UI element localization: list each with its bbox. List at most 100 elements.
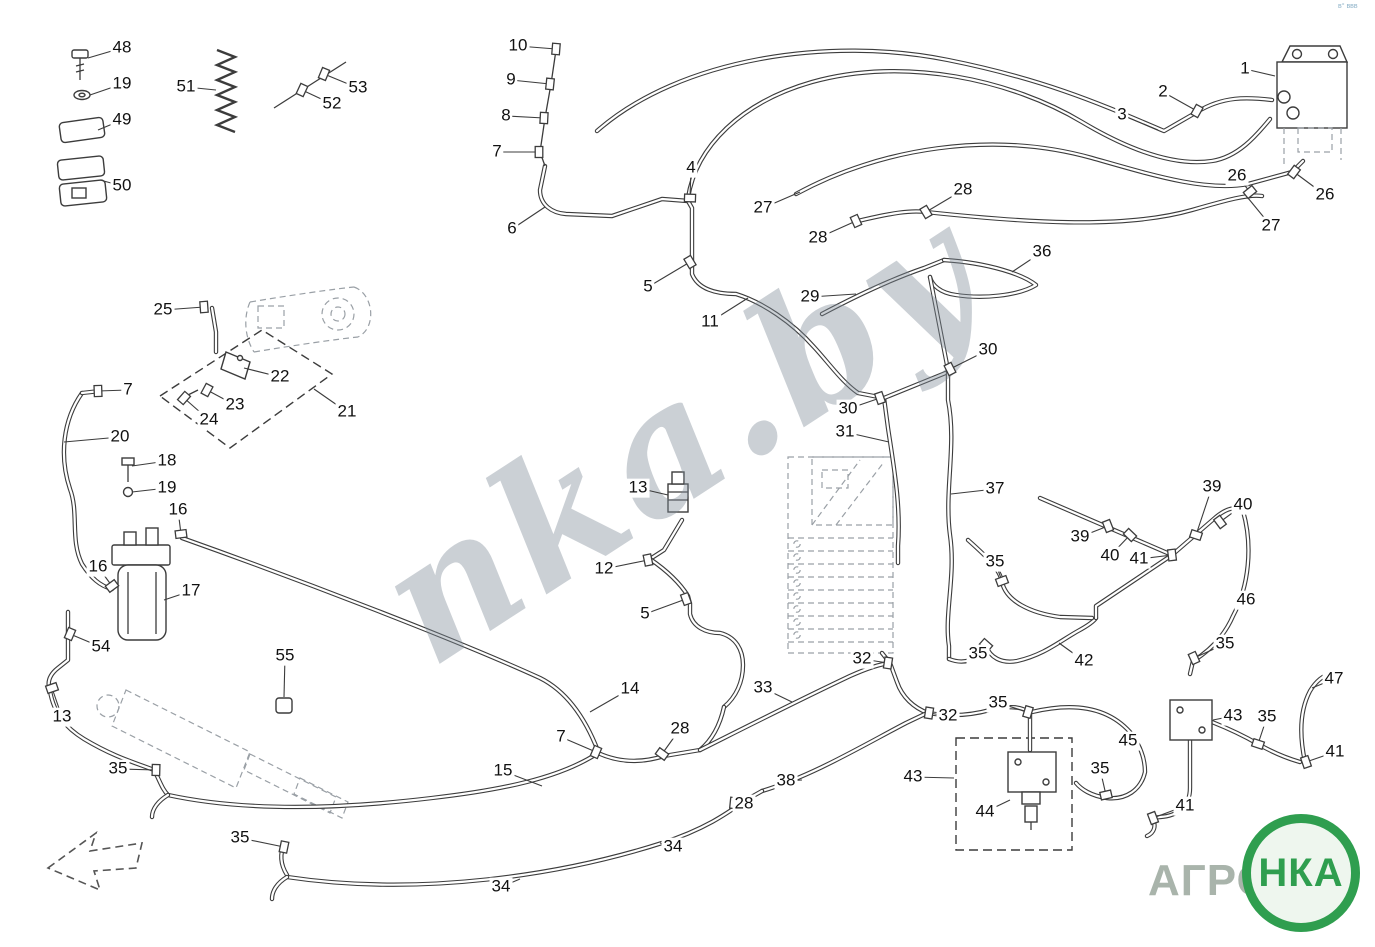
callout-label: 35 (1255, 706, 1279, 727)
callout-label: 3 (1115, 104, 1129, 125)
tube-core (928, 258, 1038, 298)
callout-label: 17 (179, 580, 203, 601)
callout-label: 29 (798, 286, 822, 307)
callout-label: 41 (1173, 795, 1197, 816)
dashed-box-43-44 (955, 737, 1073, 851)
callout-label: 26 (1225, 165, 1249, 186)
callout-label: 7 (554, 726, 568, 747)
tube-core (285, 789, 764, 886)
fitting-marker (873, 390, 887, 406)
fitting-marker (943, 361, 957, 377)
callout-label: 26 (1313, 184, 1337, 205)
spring-51 (213, 48, 239, 134)
callout-label: 2 (1156, 81, 1170, 102)
fitting-marker (654, 746, 670, 762)
logo-text-nka: НКА (1258, 850, 1344, 895)
tube-core (888, 661, 930, 715)
tube-core (270, 875, 289, 901)
callout-label: 20 (108, 426, 132, 447)
callout-label: 18 (155, 450, 179, 471)
fitting-marker (994, 574, 1010, 588)
fitting-marker (176, 390, 192, 406)
callout-label: 34 (489, 876, 513, 897)
callout-label: 40 (1231, 494, 1255, 515)
callout-label: 27 (1259, 215, 1283, 236)
callout-label: 1 (1238, 58, 1252, 79)
tube-core (166, 751, 600, 809)
callout-label: 40 (1098, 545, 1122, 566)
callout-label: 42 (1072, 650, 1096, 671)
callout-label: 33 (751, 677, 775, 698)
callout-label: 13 (50, 706, 74, 727)
bushing-55 (275, 697, 293, 714)
fitting-marker (551, 42, 561, 56)
fitting-marker (1021, 704, 1035, 720)
callout-label: 23 (223, 394, 247, 415)
fitting-marker (1242, 184, 1258, 200)
tube-core (648, 518, 684, 561)
callout-label: 25 (151, 299, 175, 320)
callout-label: 14 (618, 678, 642, 699)
callout-label: 35 (986, 692, 1010, 713)
callout-label: 49 (110, 109, 134, 130)
callout-label: 55 (273, 645, 297, 666)
tube-core (794, 143, 1294, 196)
tube-core (882, 370, 950, 400)
fitting-marker (642, 553, 654, 567)
fitting-marker (278, 840, 290, 854)
callout-label: 28 (806, 227, 830, 248)
hose-network (46, 48, 1335, 902)
fitting-marker (151, 763, 161, 777)
callout-label: 53 (346, 77, 370, 98)
tube-core (686, 199, 886, 400)
callout-label: 46 (1234, 589, 1258, 610)
callout-label: 28 (732, 793, 756, 814)
fitting-marker (1187, 650, 1201, 666)
callout-label: 5 (641, 276, 655, 297)
fitting-marker (882, 656, 894, 670)
callout-label: 36 (1030, 241, 1054, 262)
fitting-marker (1101, 518, 1115, 534)
direction-arrow (46, 830, 144, 892)
fitting-marker (544, 77, 556, 91)
callout-label: 45 (1116, 730, 1140, 751)
callout-label: 30 (836, 398, 860, 419)
tube-core (1094, 553, 1174, 620)
callout-label: 32 (936, 705, 960, 726)
fitting-marker (1212, 514, 1228, 530)
callout-label: 43 (1221, 705, 1245, 726)
callout-label: 30 (976, 339, 1000, 360)
pressure-sensor-13 (667, 471, 689, 513)
fitting-marker (1122, 527, 1138, 543)
fitting-marker (683, 193, 697, 203)
tube-core (928, 275, 953, 661)
tube-core (820, 258, 946, 316)
tube-core (698, 661, 892, 752)
callout-label: 39 (1200, 476, 1224, 497)
hydraulic-cylinder-ghost (96, 689, 349, 819)
dashed-box-21 (158, 329, 334, 449)
tube-core (882, 396, 900, 565)
callout-label: 35 (106, 758, 130, 779)
fitting-marker (1286, 164, 1302, 180)
control-valve-manifold-ghost (787, 456, 894, 654)
fitting-marker (295, 82, 309, 98)
fitting-marker (1166, 548, 1178, 562)
callout-label: 48 (110, 37, 134, 58)
leader-line (647, 261, 691, 288)
callout-label: 39 (1068, 526, 1092, 547)
callout-label: 10 (506, 35, 530, 56)
fitting-marker (1146, 810, 1160, 826)
fitting-marker (1099, 789, 1113, 801)
fitting-marker (174, 528, 188, 540)
callout-label: 37 (983, 478, 1007, 499)
fitting-marker (589, 744, 603, 760)
callout-label: 21 (335, 401, 359, 422)
fitting-marker (919, 204, 933, 220)
callout-label: 19 (110, 73, 134, 94)
tube-core (686, 70, 1272, 200)
callout-label: 41 (1127, 548, 1151, 569)
callout-label: 54 (89, 636, 113, 657)
